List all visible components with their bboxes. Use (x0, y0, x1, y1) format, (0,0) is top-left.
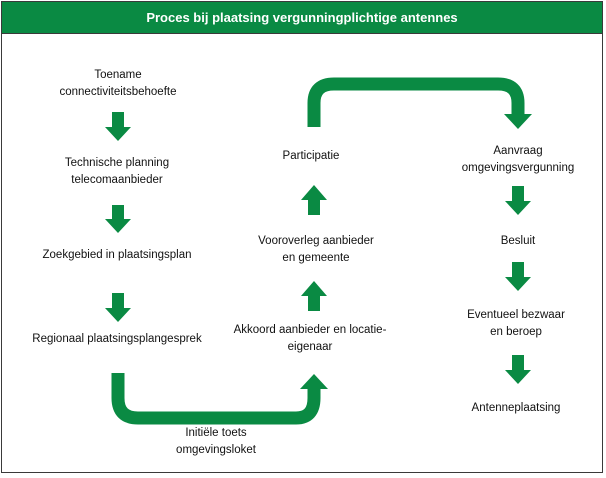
step-toename-line2: connectiviteitsbehoefte (59, 86, 177, 98)
step-akkoord: Akkoord aanbieder en locatie- eigenaar (234, 322, 387, 356)
step-vooroverleg-line1: Vooroverleg aanbieder (258, 235, 374, 247)
step-technische-line2: telecomaanbieder (71, 174, 163, 186)
arrow-up-2 (301, 185, 327, 215)
arrow-u-top-head (504, 114, 532, 129)
arrow-u-bottom-head (300, 374, 328, 389)
step-bezwaar-line1: Eventueel bezwaar (467, 309, 565, 321)
step-besluit-line1: Besluit (500, 235, 536, 247)
step-bezwaar: Eventueel bezwaar en beroep (467, 307, 565, 341)
step-regionaal: Regionaal plaatsingsplangesprek (32, 331, 201, 348)
step-toename: Toename connectiviteitsbehoefte (60, 67, 177, 101)
step-aanvraag: Aanvraag omgevingsvergunning (462, 143, 575, 177)
step-zoekgebied-line1: Zoekgebied in plaatsingsplan (42, 249, 192, 261)
arrow-down-6 (505, 355, 531, 384)
step-zoekgebied: Zoekgebied in plaatsingsplan (43, 247, 192, 264)
arrow-u-top (307, 77, 525, 127)
step-initiele-toets: Initiële toets omgevingsloket (176, 425, 256, 459)
step-bezwaar-line2: en beroep (490, 326, 542, 338)
step-vooroverleg: Vooroverleg aanbieder en gemeente (258, 233, 374, 267)
step-besluit: Besluit (501, 233, 536, 250)
arrow-down-1 (105, 112, 131, 141)
step-aanvraag-line1: Aanvraag (493, 145, 543, 157)
step-participatie: Participatie (283, 148, 340, 165)
step-toename-line1: Toename (94, 69, 142, 81)
arrow-u-bottom (111, 373, 321, 425)
arrow-up-1 (301, 281, 327, 311)
arrow-down-3 (105, 293, 131, 322)
arrow-down-5 (505, 262, 531, 291)
step-regionaal-line1: Regionaal plaatsingsplangesprek (32, 333, 202, 345)
diagram-title: Proces bij plaatsing vergunningplichtige… (1, 1, 603, 34)
step-akkoord-line2: eigenaar (287, 341, 333, 353)
step-technische-line1: Technische planning (64, 157, 170, 169)
step-technische-planning: Technische planning telecomaanbieder (65, 155, 169, 189)
step-initiele-line1: Initiële toets (185, 427, 247, 439)
step-antenneplaatsing-line1: Antenneplaatsing (471, 402, 561, 414)
step-antenneplaatsing: Antenneplaatsing (472, 400, 561, 417)
step-vooroverleg-line2: en gemeente (282, 252, 350, 264)
step-initiele-line2: omgevingsloket (176, 444, 256, 456)
step-aanvraag-line2: omgevingsvergunning (461, 162, 575, 174)
step-akkoord-line1: Akkoord aanbieder en locatie- (233, 324, 387, 336)
arrow-down-2 (105, 205, 131, 233)
arrow-down-4 (505, 186, 531, 215)
step-participatie-line1: Participatie (282, 150, 340, 162)
